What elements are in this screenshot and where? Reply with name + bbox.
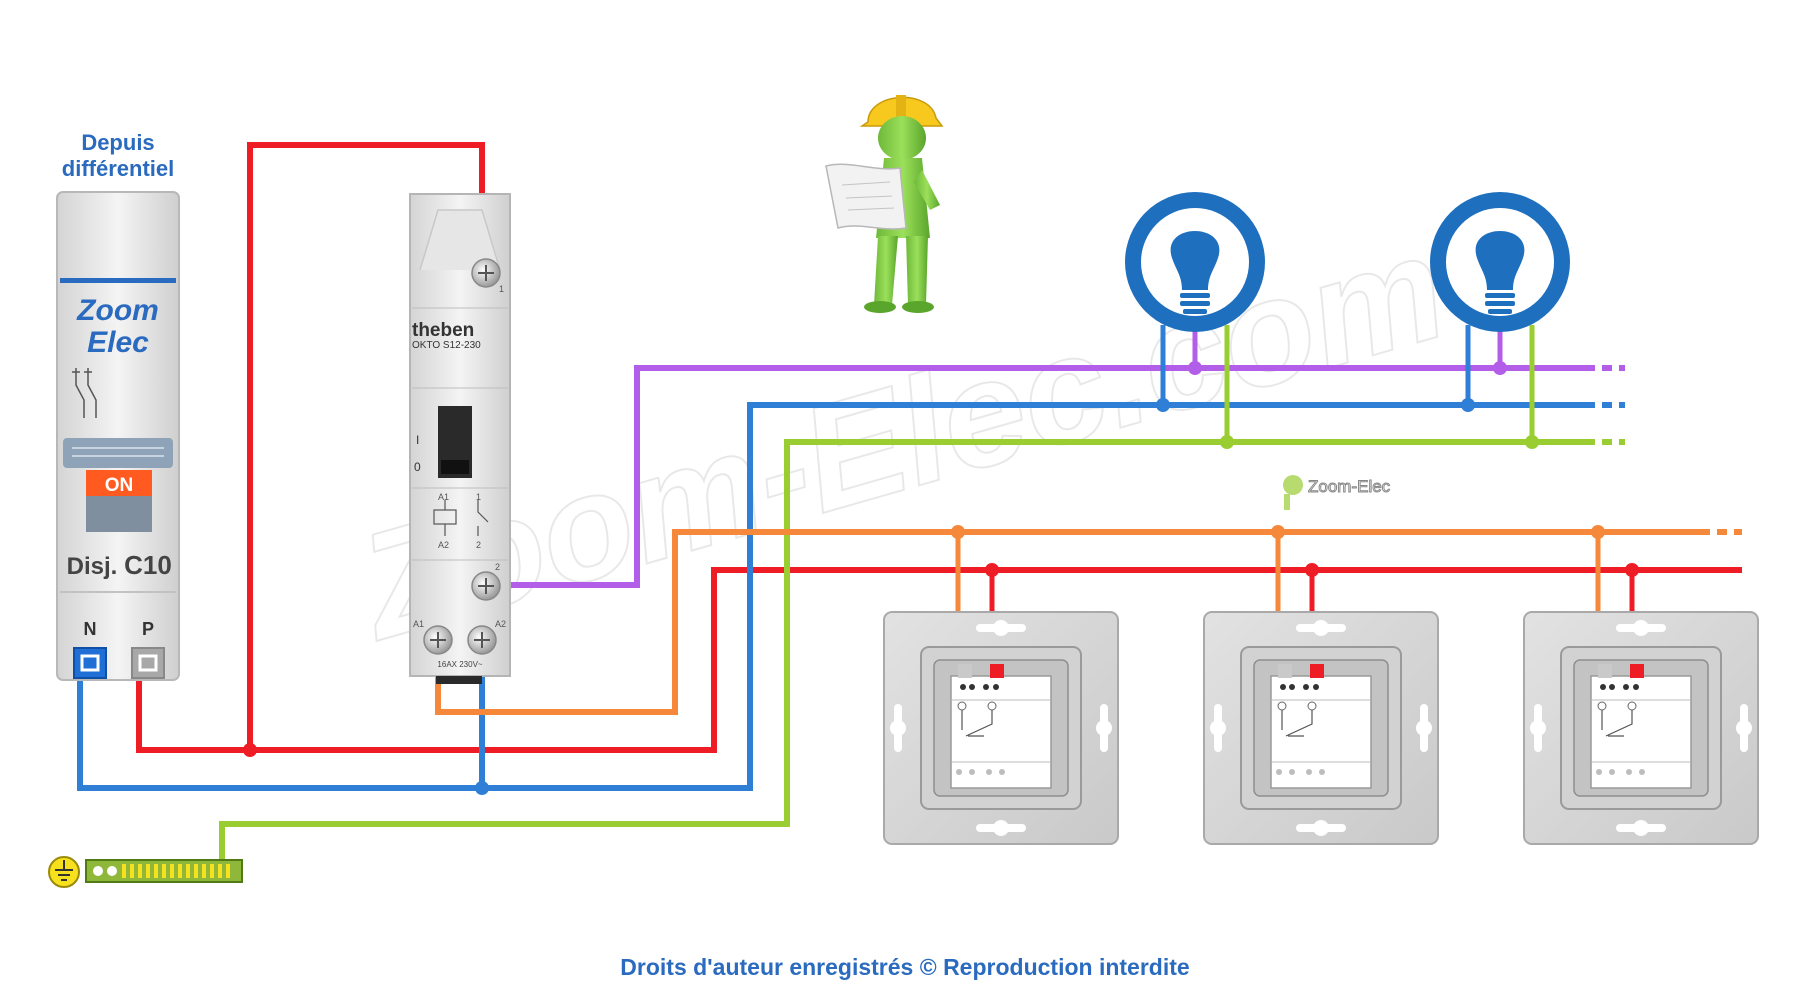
wire-phase-relay bbox=[247, 142, 485, 750]
relay-terminal-1-label: 1 bbox=[499, 284, 504, 294]
lamp-1 bbox=[1125, 192, 1265, 332]
breaker-terminal-n-label: N bbox=[84, 619, 97, 639]
copyright-notice: Droits d'auteur enregistrés © Reproducti… bbox=[620, 954, 1189, 980]
earth-symbol-icon bbox=[48, 856, 80, 888]
wire-junctions bbox=[243, 361, 1639, 795]
push-button-3[interactable] bbox=[1523, 611, 1759, 845]
wire-earth bbox=[219, 439, 1585, 862]
wire-phase-feed bbox=[136, 567, 1735, 753]
lamp-2 bbox=[1430, 192, 1570, 332]
lightbulb-icon bbox=[1170, 231, 1220, 314]
relay-terminal-a1-label: A1 bbox=[413, 619, 424, 629]
push-button-1[interactable] bbox=[883, 611, 1119, 845]
source-label-line1: Depuis bbox=[81, 130, 154, 155]
source-label-line2: différentiel bbox=[62, 156, 174, 181]
wire-neutral bbox=[77, 402, 1585, 791]
zoom-elec-logo: Zoom-Elec bbox=[1283, 475, 1391, 510]
circuit-breaker: Zoom Elec ON Disj. C10 N P bbox=[56, 191, 180, 681]
worker-mascot-icon bbox=[825, 95, 944, 313]
relay-ratings: 16AX 230V~ bbox=[437, 660, 482, 669]
impulse-relay: 1 theben OKTO S12-230 I 0 A1 A2 1 2 2 A1… bbox=[409, 193, 511, 684]
breaker-brand-line1: Zoom bbox=[76, 294, 159, 327]
relay-brand: theben bbox=[412, 320, 474, 341]
relay-switch-on-label: I bbox=[416, 433, 419, 447]
relay-coil-a1-label: A1 bbox=[438, 492, 449, 502]
watermark-small: Zoom-Elec bbox=[1308, 477, 1391, 496]
breaker-rating: C10 bbox=[124, 550, 172, 580]
relay-contact-1-label: 1 bbox=[476, 492, 481, 502]
relay-terminal-a2-label: A2 bbox=[495, 619, 506, 629]
wire-continuations bbox=[1585, 365, 1742, 573]
relay-coil-a2-label: A2 bbox=[438, 540, 449, 550]
breaker-terminal-p-label: P bbox=[142, 619, 154, 639]
relay-terminal-2-label: 2 bbox=[495, 562, 500, 572]
breaker-terminal-n[interactable] bbox=[73, 647, 107, 679]
wire-pushbutton-return bbox=[435, 529, 1700, 715]
earth-terminal-bar bbox=[48, 856, 243, 888]
relay-switch-off-label: 0 bbox=[414, 460, 421, 474]
lightbulb-icon bbox=[1475, 231, 1525, 314]
breaker-model: Disj. bbox=[67, 553, 118, 580]
breaker-state: ON bbox=[105, 475, 134, 496]
relay-contact-2-label: 2 bbox=[476, 540, 481, 550]
push-button-2[interactable] bbox=[1203, 611, 1439, 845]
breaker-lever[interactable] bbox=[63, 438, 173, 468]
wire-lamp-return bbox=[500, 365, 1585, 588]
breaker-symbol-icon bbox=[72, 368, 97, 418]
breaker-terminal-p[interactable] bbox=[131, 647, 165, 679]
relay-model: OKTO S12-230 bbox=[412, 340, 481, 351]
breaker-brand-line2: Elec bbox=[87, 326, 149, 359]
relay-schematic-icon bbox=[433, 500, 489, 536]
